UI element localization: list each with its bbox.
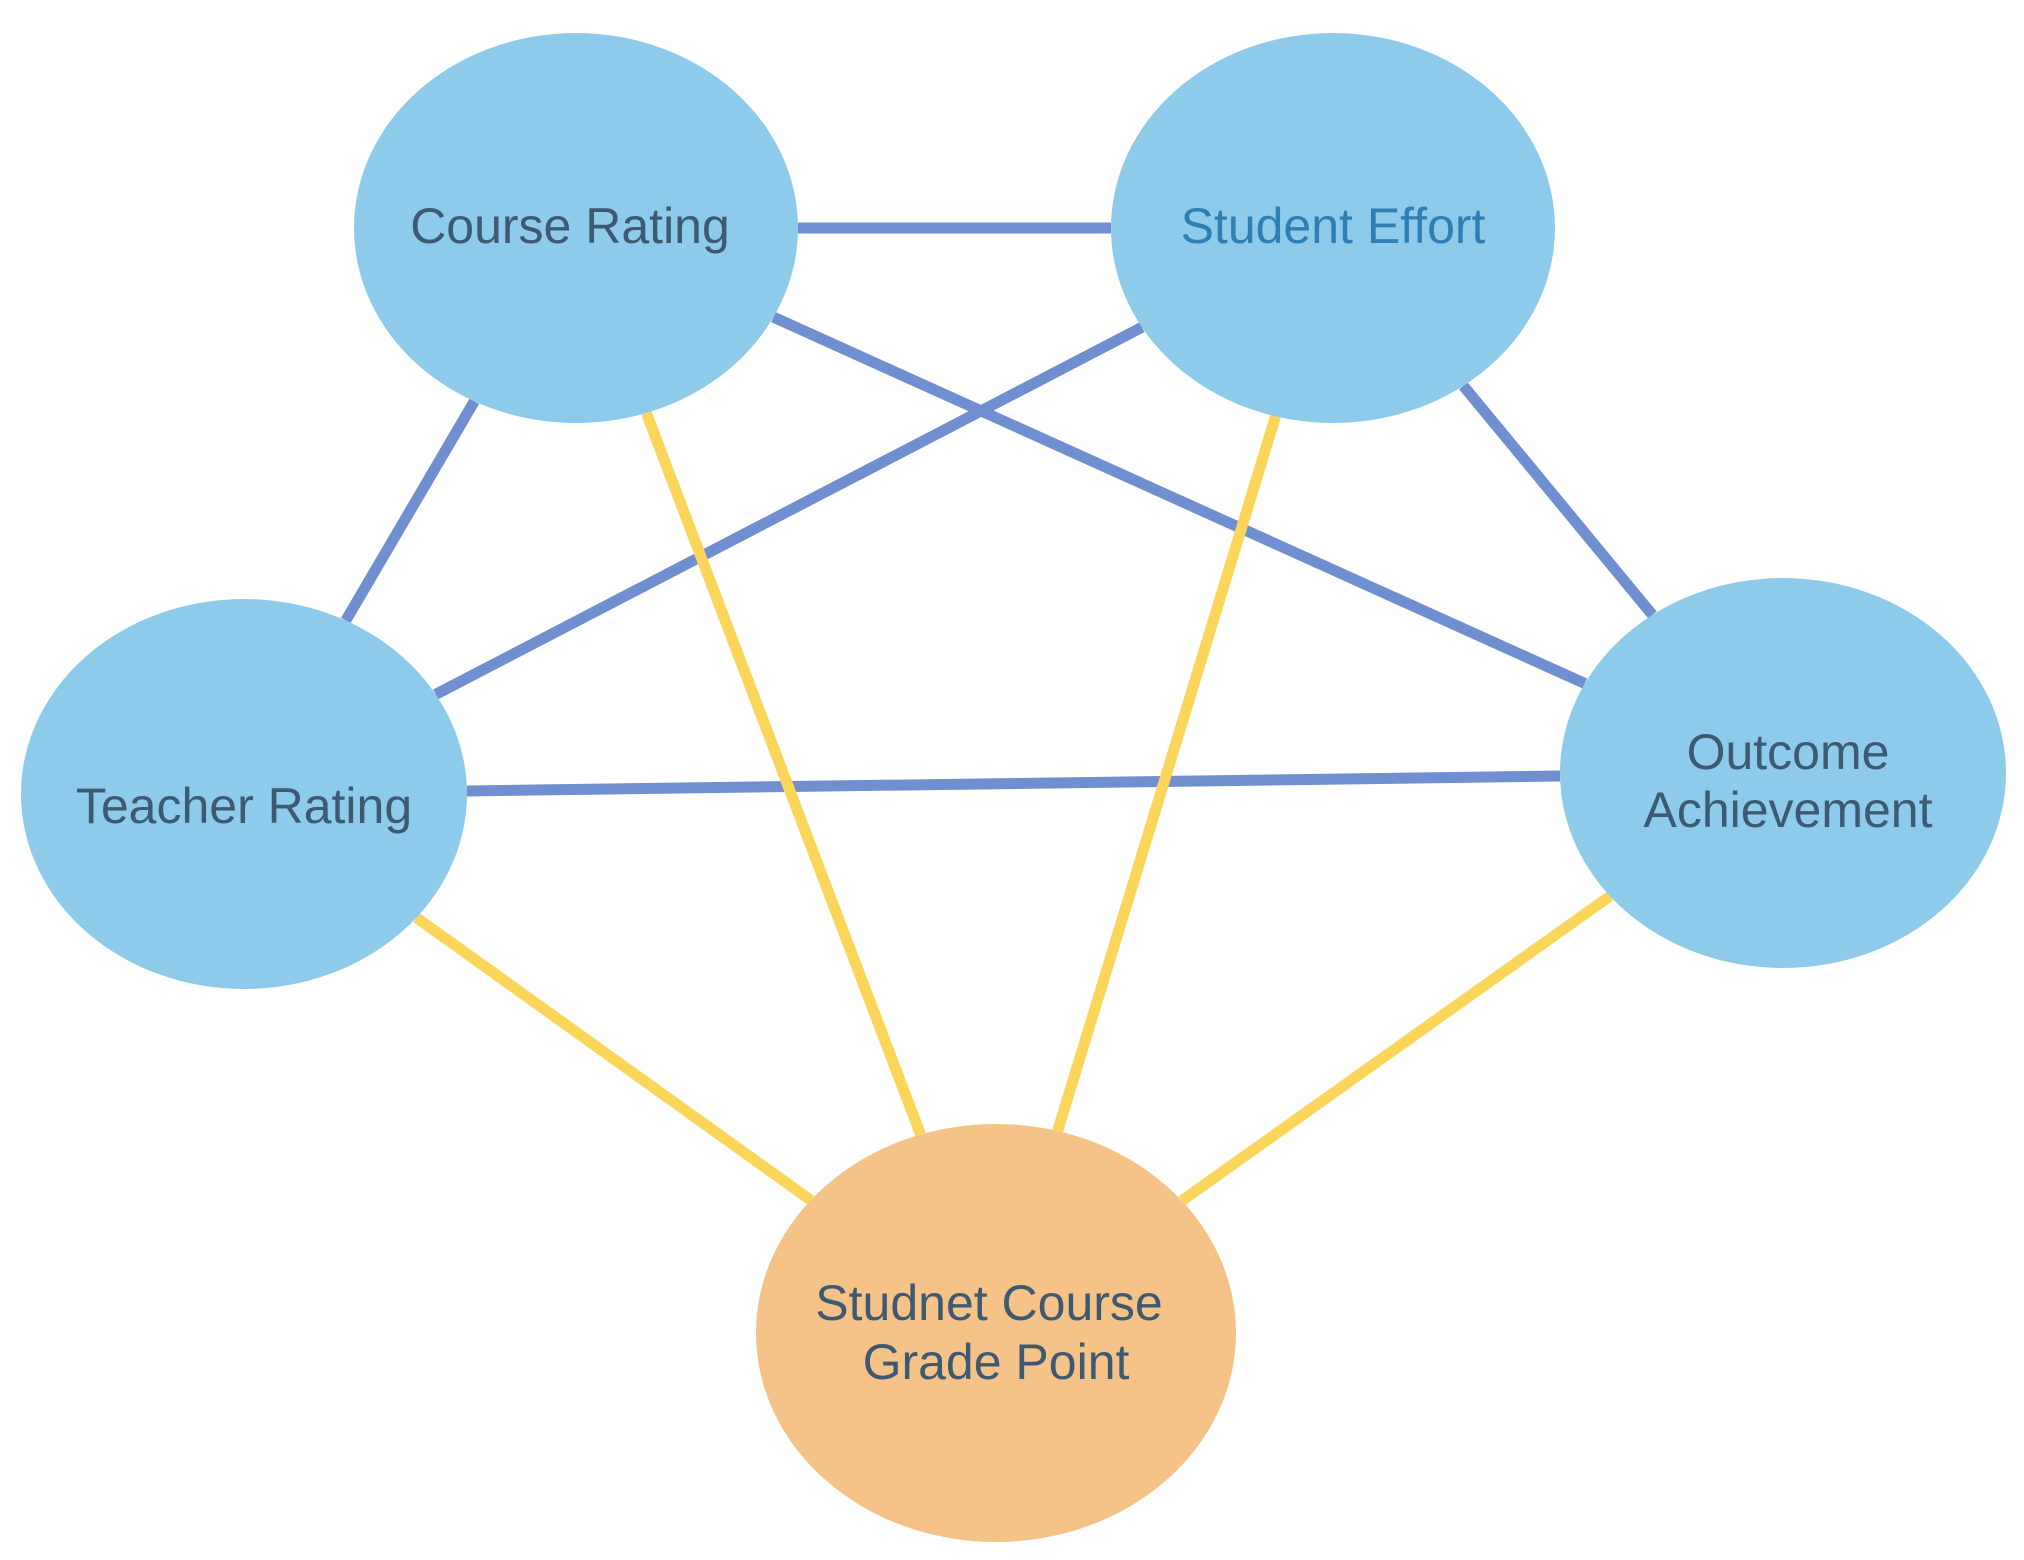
outcome-achievement-ellipse [1560, 578, 2006, 968]
student-effort-label: Student Effort [1181, 198, 1486, 254]
edge-teacher-rating-to-outcome-achievement [466, 770, 1561, 797]
edge-outcome-achievement-to-grade-point [1178, 891, 1614, 1206]
outcome-achievement-label-line1: Outcome [1687, 724, 1890, 780]
teacher-rating-label: Teacher Rating [76, 778, 412, 834]
node-student-effort: Student Effort [1111, 33, 1555, 423]
outcome-achievement-label-line2: Achievement [1643, 782, 1932, 838]
node-grade-point: Studnet Course Grade Point [756, 1124, 1236, 1542]
grade-point-label-line1: Studnet Course [815, 1275, 1162, 1331]
node-outcome-achievement: Outcome Achievement [1560, 578, 2006, 968]
node-course-rating: Course Rating [354, 33, 798, 423]
edge-student-effort-to-outcome-achievement [1459, 382, 1657, 619]
teacher-rating-ellipse [21, 599, 467, 989]
grade-point-ellipse [756, 1124, 1236, 1542]
edge-student-effort-to-grade-point [1052, 414, 1281, 1133]
edge-course-rating-to-outcome-achievement [771, 312, 1588, 689]
course-rating-label: Course Rating [410, 198, 730, 254]
edge-student-effort-to-teacher-rating [433, 322, 1145, 700]
edge-teacher-rating-to-grade-point [413, 913, 814, 1205]
course-rating-ellipse [354, 33, 798, 423]
edge-course-rating-to-teacher-rating [341, 398, 480, 624]
student-effort-ellipse [1111, 33, 1555, 423]
edges-layer [341, 222, 1657, 1206]
edge-course-rating-to-grade-point [641, 411, 926, 1137]
node-teacher-rating: Teacher Rating [21, 599, 467, 989]
grade-point-label-line2: Grade Point [863, 1334, 1130, 1390]
